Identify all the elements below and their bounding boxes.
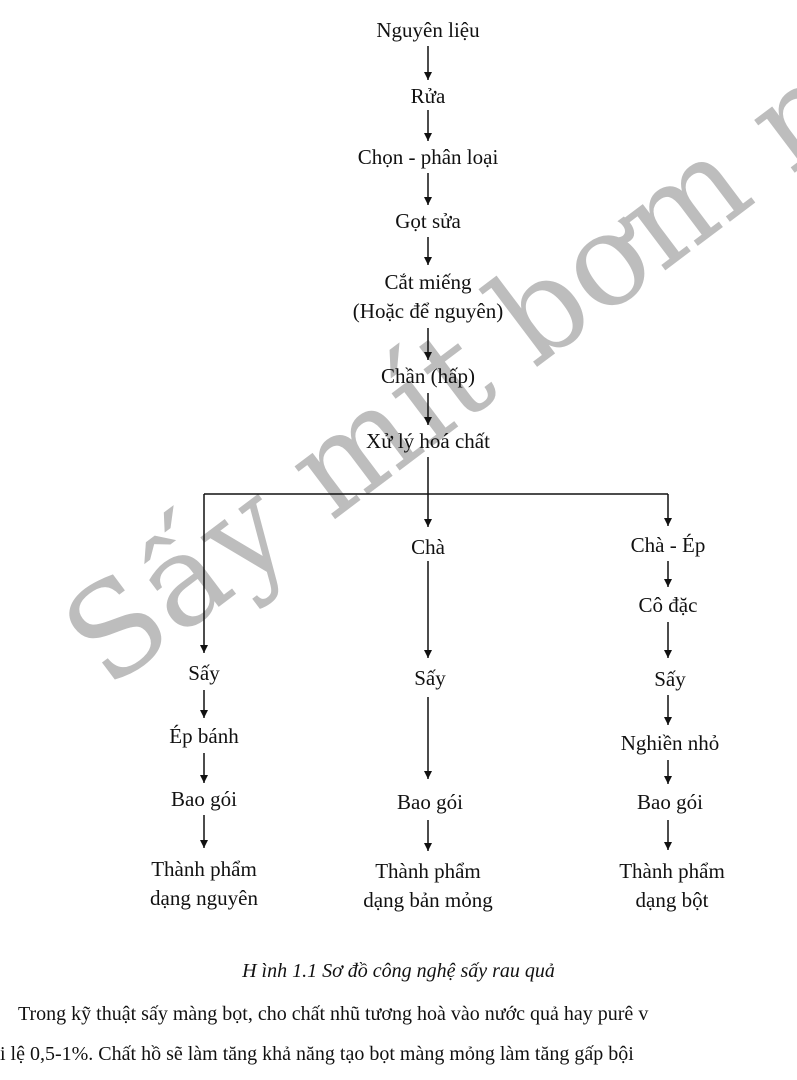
node-right-say: Sấy [654,667,686,691]
node-got-sua: Gọt sửa [395,209,461,233]
node-cat-mieng-line1: Cắt miếng [384,270,472,294]
node-mid-say: Sấy [414,666,446,690]
node-cat-mieng: Cắt miếng (Hoặc để nguyên) [353,268,503,326]
node-cha: Chà [411,535,445,559]
node-chon-phan-loai: Chọn - phân loại [357,145,499,169]
node-cha-ep: Chà - Ép [630,533,706,557]
node-ep-banh: Ép bánh [169,724,239,748]
node-nghien-nho: Nghiền nhỏ [620,731,720,755]
node-thanh-pham-nguyen: Thành phẩm dạng nguyên [150,855,258,913]
node-thanh-pham-ban-mong-line1: Thành phẩm [375,859,481,883]
node-thanh-pham-bot: Thành phẩm dạng bột [619,857,725,915]
node-thanh-pham-nguyen-line2: dạng nguyên [150,886,258,910]
node-thanh-pham-ban-mong-line2: dạng bản mỏng [363,888,493,912]
node-rua: Rửa [410,84,446,108]
node-left-bao-goi: Bao gói [171,787,237,811]
node-co-dac: Cô đặc [638,593,698,617]
node-right-bao-goi: Bao gói [637,790,703,814]
paragraph-line-1: Trong kỹ thuật sấy màng bọt, cho chất nh… [18,1003,649,1025]
node-thanh-pham-ban-mong: Thành phẩm dạng bản mỏng [363,857,492,915]
figure-caption: H ình 1.1 Sơ đồ công nghệ sấy rau quả [242,960,555,982]
node-thanh-pham-nguyen-line1: Thành phẩm [151,857,257,881]
node-thanh-pham-bot-line1: Thành phẩm [619,859,725,883]
node-chan-hap: Chần (hấp) [381,364,475,388]
node-left-say: Sấy [188,661,220,685]
node-cat-mieng-line2: (Hoặc để nguyên) [352,299,504,323]
node-xu-ly-hoa-chat: Xử lý hoá chất [366,429,490,453]
paragraph-line-2: i lệ 0,5-1%. Chất hồ sẽ làm tăng khả năn… [0,1043,634,1065]
flowchart-arrows [200,46,672,851]
node-thanh-pham-bot-line2: dạng bột [635,888,709,912]
node-nguyen-lieu: Nguyên liệu [376,18,480,42]
node-mid-bao-goi: Bao gói [397,790,463,814]
